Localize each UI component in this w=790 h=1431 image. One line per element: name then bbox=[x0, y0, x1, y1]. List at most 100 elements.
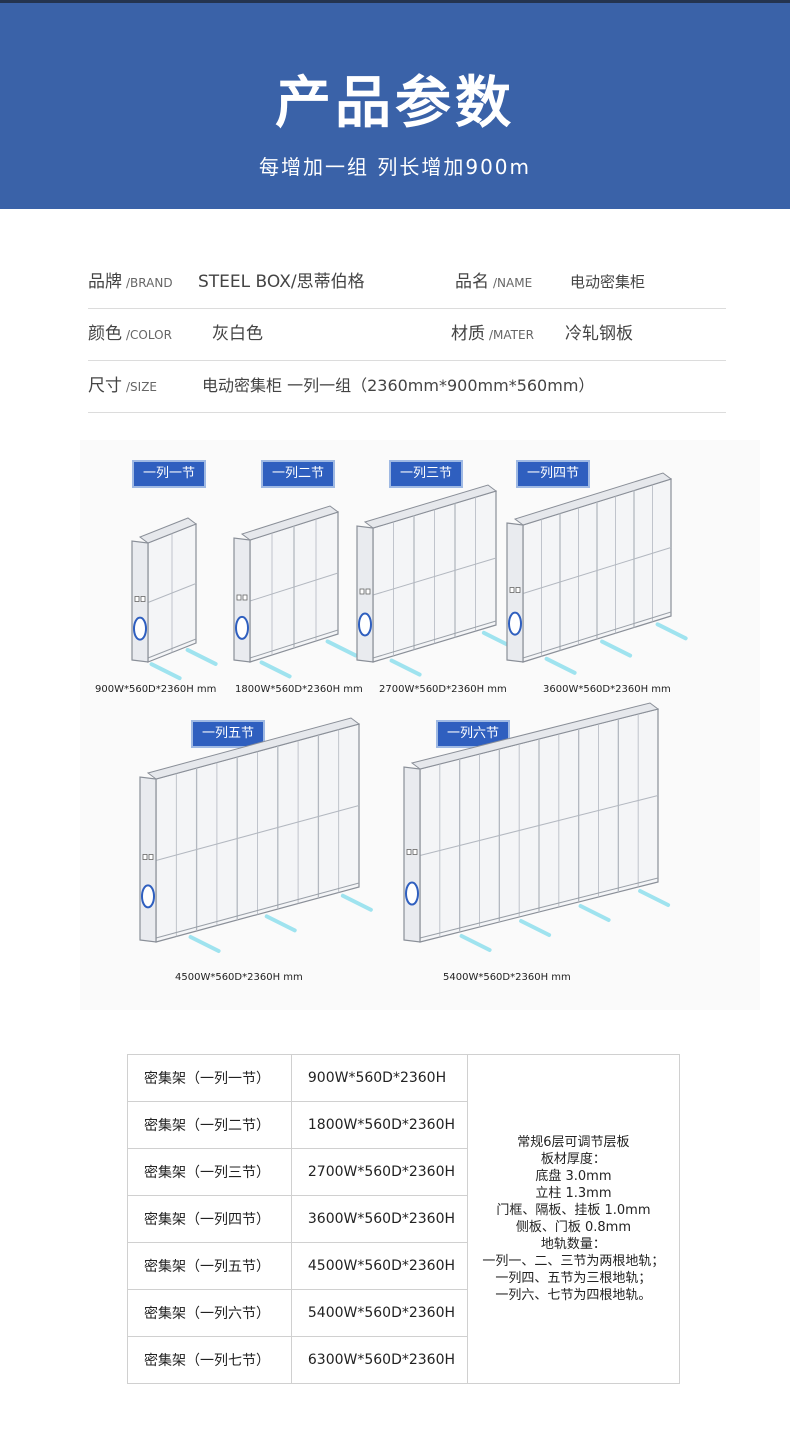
floor-rail bbox=[389, 658, 422, 677]
crank-handle-icon bbox=[358, 612, 372, 637]
end-panel bbox=[233, 537, 251, 663]
table-row: 密集架（一列三节） 2700W*560D*2360H bbox=[127, 1147, 680, 1196]
base-strip bbox=[522, 611, 672, 659]
floor-rail bbox=[149, 662, 182, 681]
cabinet-top bbox=[146, 717, 361, 780]
color-label: 颜色/COLOR bbox=[88, 324, 172, 344]
door-split bbox=[147, 583, 197, 603]
floor-rail bbox=[655, 622, 688, 641]
crank-handle-icon bbox=[235, 615, 249, 640]
floor-rail bbox=[259, 660, 292, 679]
floor-rail bbox=[578, 904, 611, 922]
end-panel bbox=[356, 525, 374, 663]
spec-row-brand: 品牌/BRAND STEEL BOX/思蒂伯格 品名/NAME 电动密集柜 bbox=[88, 256, 726, 309]
door-split bbox=[419, 795, 659, 856]
table-cell-size: 5400W*560D*2360H bbox=[290, 1288, 468, 1337]
cabinet-caption-6: 5400W*560D*2360H mm bbox=[443, 972, 571, 983]
table-cell-size: 1800W*560D*2360H bbox=[290, 1100, 468, 1149]
control-button bbox=[515, 587, 521, 593]
table-note: 常规6层可调节层板 板材厚度： 底盘 3.0mm 立柱 1.3mm 门框、隔板、… bbox=[466, 1054, 681, 1384]
cabinet-tag-3: 一列三节 bbox=[389, 460, 464, 488]
control-button bbox=[359, 588, 365, 595]
control-button bbox=[142, 854, 148, 860]
door-split bbox=[522, 547, 672, 594]
cabinet-illustration-6 bbox=[403, 702, 671, 952]
crank-handle-icon bbox=[133, 616, 147, 641]
spec-row-size: 尺寸/SIZE 电动密集柜 一列一组（2360mm*900mm*560mm） bbox=[88, 360, 726, 413]
note-line: 板材厚度： bbox=[540, 1152, 606, 1167]
table-cell-name: 密集架（一列五节） bbox=[127, 1241, 292, 1290]
floor-rail bbox=[459, 934, 492, 952]
table-cell-size: 2700W*560D*2360H bbox=[290, 1147, 468, 1196]
note-line: 一列四、五节为三根地轨； bbox=[495, 1271, 652, 1286]
end-panel bbox=[506, 522, 524, 663]
floor-rail bbox=[185, 647, 218, 666]
page-title: 产品参数 bbox=[275, 71, 515, 136]
cabinet-illustration-1 bbox=[131, 517, 218, 681]
table-cell-name: 密集架（一列四节） bbox=[127, 1194, 292, 1243]
floor-rail bbox=[544, 656, 577, 675]
table-row: 密集架（一列二节） 1800W*560D*2360H bbox=[127, 1100, 680, 1149]
cabinet-tag-2: 一列二节 bbox=[261, 460, 336, 488]
control-button bbox=[134, 596, 140, 602]
table-row: 密集架（一列六节） 5400W*560D*2360H bbox=[127, 1288, 680, 1337]
control-button bbox=[412, 849, 418, 855]
control-button bbox=[148, 854, 154, 860]
table-cell-size: 6300W*560D*2360H bbox=[290, 1335, 468, 1385]
base-strip bbox=[155, 882, 360, 939]
crank-handle-icon bbox=[405, 881, 419, 906]
material-value: 冷轧钢板 bbox=[565, 324, 633, 344]
cabinet-caption-2: 1800W*560D*2360H mm bbox=[235, 684, 363, 695]
cabinet-caption-3: 2700W*560D*2360H mm bbox=[379, 684, 507, 695]
page-subtitle: 每增加一组 列长增加900m bbox=[258, 155, 531, 179]
note-line: 一列六、七节为四根地轨。 bbox=[495, 1288, 652, 1303]
floor-rail bbox=[264, 914, 297, 933]
note-line: 门框、隔板、挂板 1.0mm bbox=[496, 1203, 651, 1218]
end-panel bbox=[403, 766, 421, 943]
header-banner: 产品参数 每增加一组 列长增加900m bbox=[0, 0, 790, 209]
name-label: 品名/NAME bbox=[455, 272, 533, 292]
control-button bbox=[365, 588, 371, 595]
crank-handle-icon bbox=[141, 884, 155, 909]
size-label: 尺寸/SIZE bbox=[88, 376, 158, 396]
table-cell-name: 密集架（一列一节） bbox=[127, 1054, 292, 1102]
end-panel bbox=[131, 540, 149, 663]
cabinet-illustration-5 bbox=[139, 717, 373, 953]
spec-row-color: 颜色/COLOR 灰白色 材质/MATER 冷轧钢板 bbox=[88, 308, 726, 361]
cabinet-caption-1: 900W*560D*2360H mm bbox=[95, 684, 217, 695]
table-cell-name: 密集架（一列七节） bbox=[127, 1335, 292, 1385]
control-button bbox=[509, 587, 515, 593]
cabinet-tag-4: 一列四节 bbox=[516, 460, 591, 488]
cabinet-top bbox=[138, 517, 198, 544]
note-line: 一列一、二、三节为两根地轨； bbox=[482, 1254, 665, 1269]
table-cell-size: 4500W*560D*2360H bbox=[290, 1241, 468, 1290]
control-button bbox=[242, 594, 248, 601]
cabinet-illustration-3 bbox=[356, 484, 514, 677]
spec-table: 密集架（一列一节） 900W*560D*2360H 常规6层可调节层板 板材厚度… bbox=[127, 1054, 681, 1385]
cabinet-top bbox=[240, 505, 340, 541]
floor-rail bbox=[638, 889, 671, 907]
control-button bbox=[140, 596, 146, 602]
cabinet-illustration-4 bbox=[506, 472, 688, 675]
cabinet-illustration-2 bbox=[233, 505, 358, 679]
table-row: 密集架（一列一节） 900W*560D*2360H 常规6层可调节层板 板材厚度… bbox=[127, 1054, 681, 1384]
note-line: 底盘 3.0mm bbox=[535, 1169, 612, 1184]
crank-handle-icon bbox=[508, 611, 522, 636]
door-split bbox=[155, 805, 360, 861]
cabinet-top bbox=[513, 472, 673, 526]
base-strip bbox=[147, 638, 197, 659]
cabinet-caption-5: 4500W*560D*2360H mm bbox=[175, 972, 303, 983]
control-button bbox=[236, 594, 242, 601]
floor-rail bbox=[519, 919, 552, 937]
end-panel bbox=[139, 776, 157, 943]
floor-rail bbox=[600, 639, 633, 658]
note-line: 常规6层可调节层板 bbox=[517, 1135, 630, 1150]
table-row: 密集架（一列五节） 4500W*560D*2360H bbox=[127, 1241, 680, 1290]
name-value: 电动密集柜 bbox=[570, 273, 646, 291]
size-value: 电动密集柜 一列一组（2360mm*900mm*560mm） bbox=[202, 376, 595, 395]
base-strip bbox=[419, 877, 659, 939]
control-button bbox=[406, 849, 412, 855]
note-line: 立柱 1.3mm bbox=[535, 1186, 612, 1201]
table-cell-size: 900W*560D*2360H bbox=[290, 1054, 468, 1102]
brand-value: STEEL BOX/思蒂伯格 bbox=[198, 272, 365, 292]
